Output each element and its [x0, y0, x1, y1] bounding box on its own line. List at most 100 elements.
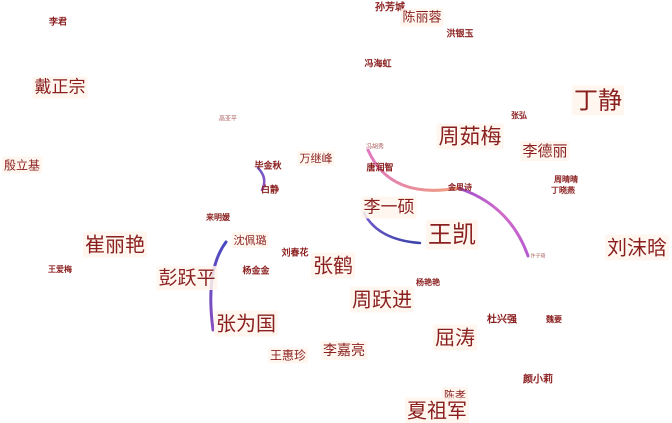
node-qu-tao[interactable]: 屈涛: [433, 324, 477, 351]
node-yan-xiaoli[interactable]: 颜小莉: [523, 373, 553, 386]
node-label: 王爱梅: [48, 264, 72, 274]
node-label-bg: [605, 234, 669, 261]
node-label: 毕金秋: [254, 160, 282, 172]
node-xia-zujun[interactable]: 夏祖军: [405, 397, 469, 423]
node-peng-yueping[interactable]: 彭跃平: [156, 266, 218, 290]
node-label: 李一硕: [364, 198, 415, 218]
node-label: 李嘉亮: [323, 342, 365, 359]
node-sun-fangcheng[interactable]: 孙芳城: [375, 1, 405, 14]
node-yang-aiai[interactable]: 杨艳艳: [416, 277, 440, 287]
node-label: 王惠珍: [270, 349, 306, 363]
node-label: 周跃进: [352, 288, 412, 312]
node-hong-yinyu[interactable]: 洪银玉: [446, 28, 473, 40]
node-label: 丁静: [574, 87, 622, 115]
edge-jinsiyi-xuziqi: [456, 186, 530, 258]
node-label: 刘春花: [281, 247, 308, 259]
node-shen-peilu[interactable]: 沈佩璐: [231, 232, 269, 248]
node-zhang-hong[interactable]: 张弘: [511, 110, 527, 120]
edge-fenghuxiu-jinsiyi: [366, 148, 460, 192]
node-faint-1[interactable]: 高亚平: [219, 115, 237, 123]
node-chen-lirong[interactable]: 陈丽蓉: [400, 8, 444, 27]
node-du-xingqiang[interactable]: 杜兴强: [487, 313, 517, 326]
node-yin-liji[interactable]: 殷立基: [1, 156, 43, 174]
node-lai-mingyuan[interactable]: 来明媛: [205, 212, 231, 222]
node-faint-3[interactable]: 许子琦: [530, 253, 545, 260]
node-label: 颜小莉: [523, 373, 553, 386]
node-label: 周晴晴: [554, 174, 578, 184]
node-label-bg: [1, 156, 43, 174]
node-label: 李德丽: [522, 142, 567, 160]
node-label-bg: [433, 324, 477, 351]
node-wang-aimei[interactable]: 王爱梅: [48, 264, 72, 274]
node-label: 丁晓燕: [551, 185, 575, 195]
node-wang-huizhen[interactable]: 王惠珍: [267, 347, 309, 364]
node-cui-liyan[interactable]: 崔丽艳: [83, 231, 147, 258]
node-label: 周茹梅: [439, 125, 502, 149]
node-label: 刘沫晗: [607, 236, 667, 260]
node-zhou-yuejin[interactable]: 周跃进: [350, 286, 414, 313]
node-label: 张鹤: [313, 254, 353, 278]
node-label-bg: [361, 196, 417, 219]
node-ding-xiaoyan[interactable]: 丁晓燕: [551, 185, 575, 195]
node-faint-2[interactable]: 冯胡秀: [366, 143, 384, 151]
node-label: 夏祖军: [407, 399, 467, 423]
node-label: 殷立基: [4, 158, 40, 173]
node-liu-chunhua[interactable]: 刘春花: [281, 247, 308, 259]
node-label-bg: [156, 266, 218, 290]
node-liu-qingjing[interactable]: 周晴晴: [554, 174, 578, 184]
node-label-bg: [297, 151, 335, 166]
node-label-bg: [436, 123, 504, 150]
node-jin-siyi[interactable]: 金思诗: [447, 182, 472, 192]
node-li-deli[interactable]: 李德丽: [520, 141, 570, 161]
node-bai-jing[interactable]: 白静: [261, 184, 279, 196]
node-label: 魏要: [545, 314, 562, 324]
node-label: 金思诗: [447, 182, 472, 192]
node-label: 唐润智: [366, 162, 393, 174]
node-label-bg: [311, 252, 355, 279]
node-label: 冯海虹: [364, 58, 391, 70]
node-label: 王凯: [428, 221, 476, 249]
node-label: 杜兴强: [487, 313, 517, 326]
node-label-bg: [267, 347, 309, 364]
node-label: 沈佩璐: [234, 233, 267, 247]
node-label: 陈丽蓉: [402, 10, 441, 26]
node-label-bg: [350, 286, 414, 313]
node-li-jun[interactable]: 李君: [48, 16, 67, 28]
node-zhang-he[interactable]: 张鹤: [311, 252, 355, 279]
node-label: 彭跃平: [158, 267, 215, 289]
node-wan-jifeng[interactable]: 万继峰: [297, 151, 335, 166]
node-feng-haihong[interactable]: 冯海虹: [364, 58, 391, 70]
node-ding-jing[interactable]: 丁静: [572, 85, 624, 116]
node-label-bg: [83, 231, 147, 258]
node-zhang-weiguo[interactable]: 张为国: [214, 310, 278, 337]
node-li-yishuo[interactable]: 李一硕: [361, 196, 417, 219]
node-label: 张弘: [511, 110, 527, 120]
node-label-bg: [520, 141, 570, 161]
node-label: 万继峰: [300, 152, 333, 165]
node-label: 来明媛: [205, 212, 231, 222]
node-label: 杨金金: [242, 265, 270, 277]
node-yang-jinjin[interactable]: 杨金金: [242, 265, 270, 277]
node-label: 戴正宗: [35, 78, 86, 98]
node-dai-zhengzong[interactable]: 戴正宗: [32, 76, 88, 99]
node-label: 张为国: [216, 312, 276, 336]
node-label-bg: [32, 76, 88, 99]
edge-bijinqiu-baijing: [256, 166, 266, 192]
node-liu-muhan[interactable]: 刘沫晗: [605, 234, 669, 261]
node-zhou-rumei[interactable]: 周茹梅: [436, 123, 504, 150]
node-li-jialiang[interactable]: 李嘉亮: [321, 341, 367, 360]
node-label: 屈涛: [435, 326, 475, 350]
node-label: 白静: [261, 184, 279, 196]
node-wang-kai[interactable]: 王凯: [426, 219, 478, 250]
node-label-bg: [231, 232, 269, 248]
node-wei-yao[interactable]: 魏要: [545, 314, 562, 324]
node-tang-runzhi[interactable]: 唐润智: [366, 162, 393, 174]
node-label-bg: [426, 219, 478, 250]
node-label: 许子琦: [530, 253, 545, 260]
node-bi-jinqiu[interactable]: 毕金秋: [254, 160, 282, 172]
node-label-bg: [321, 341, 367, 360]
node-label-bg: [405, 397, 469, 423]
